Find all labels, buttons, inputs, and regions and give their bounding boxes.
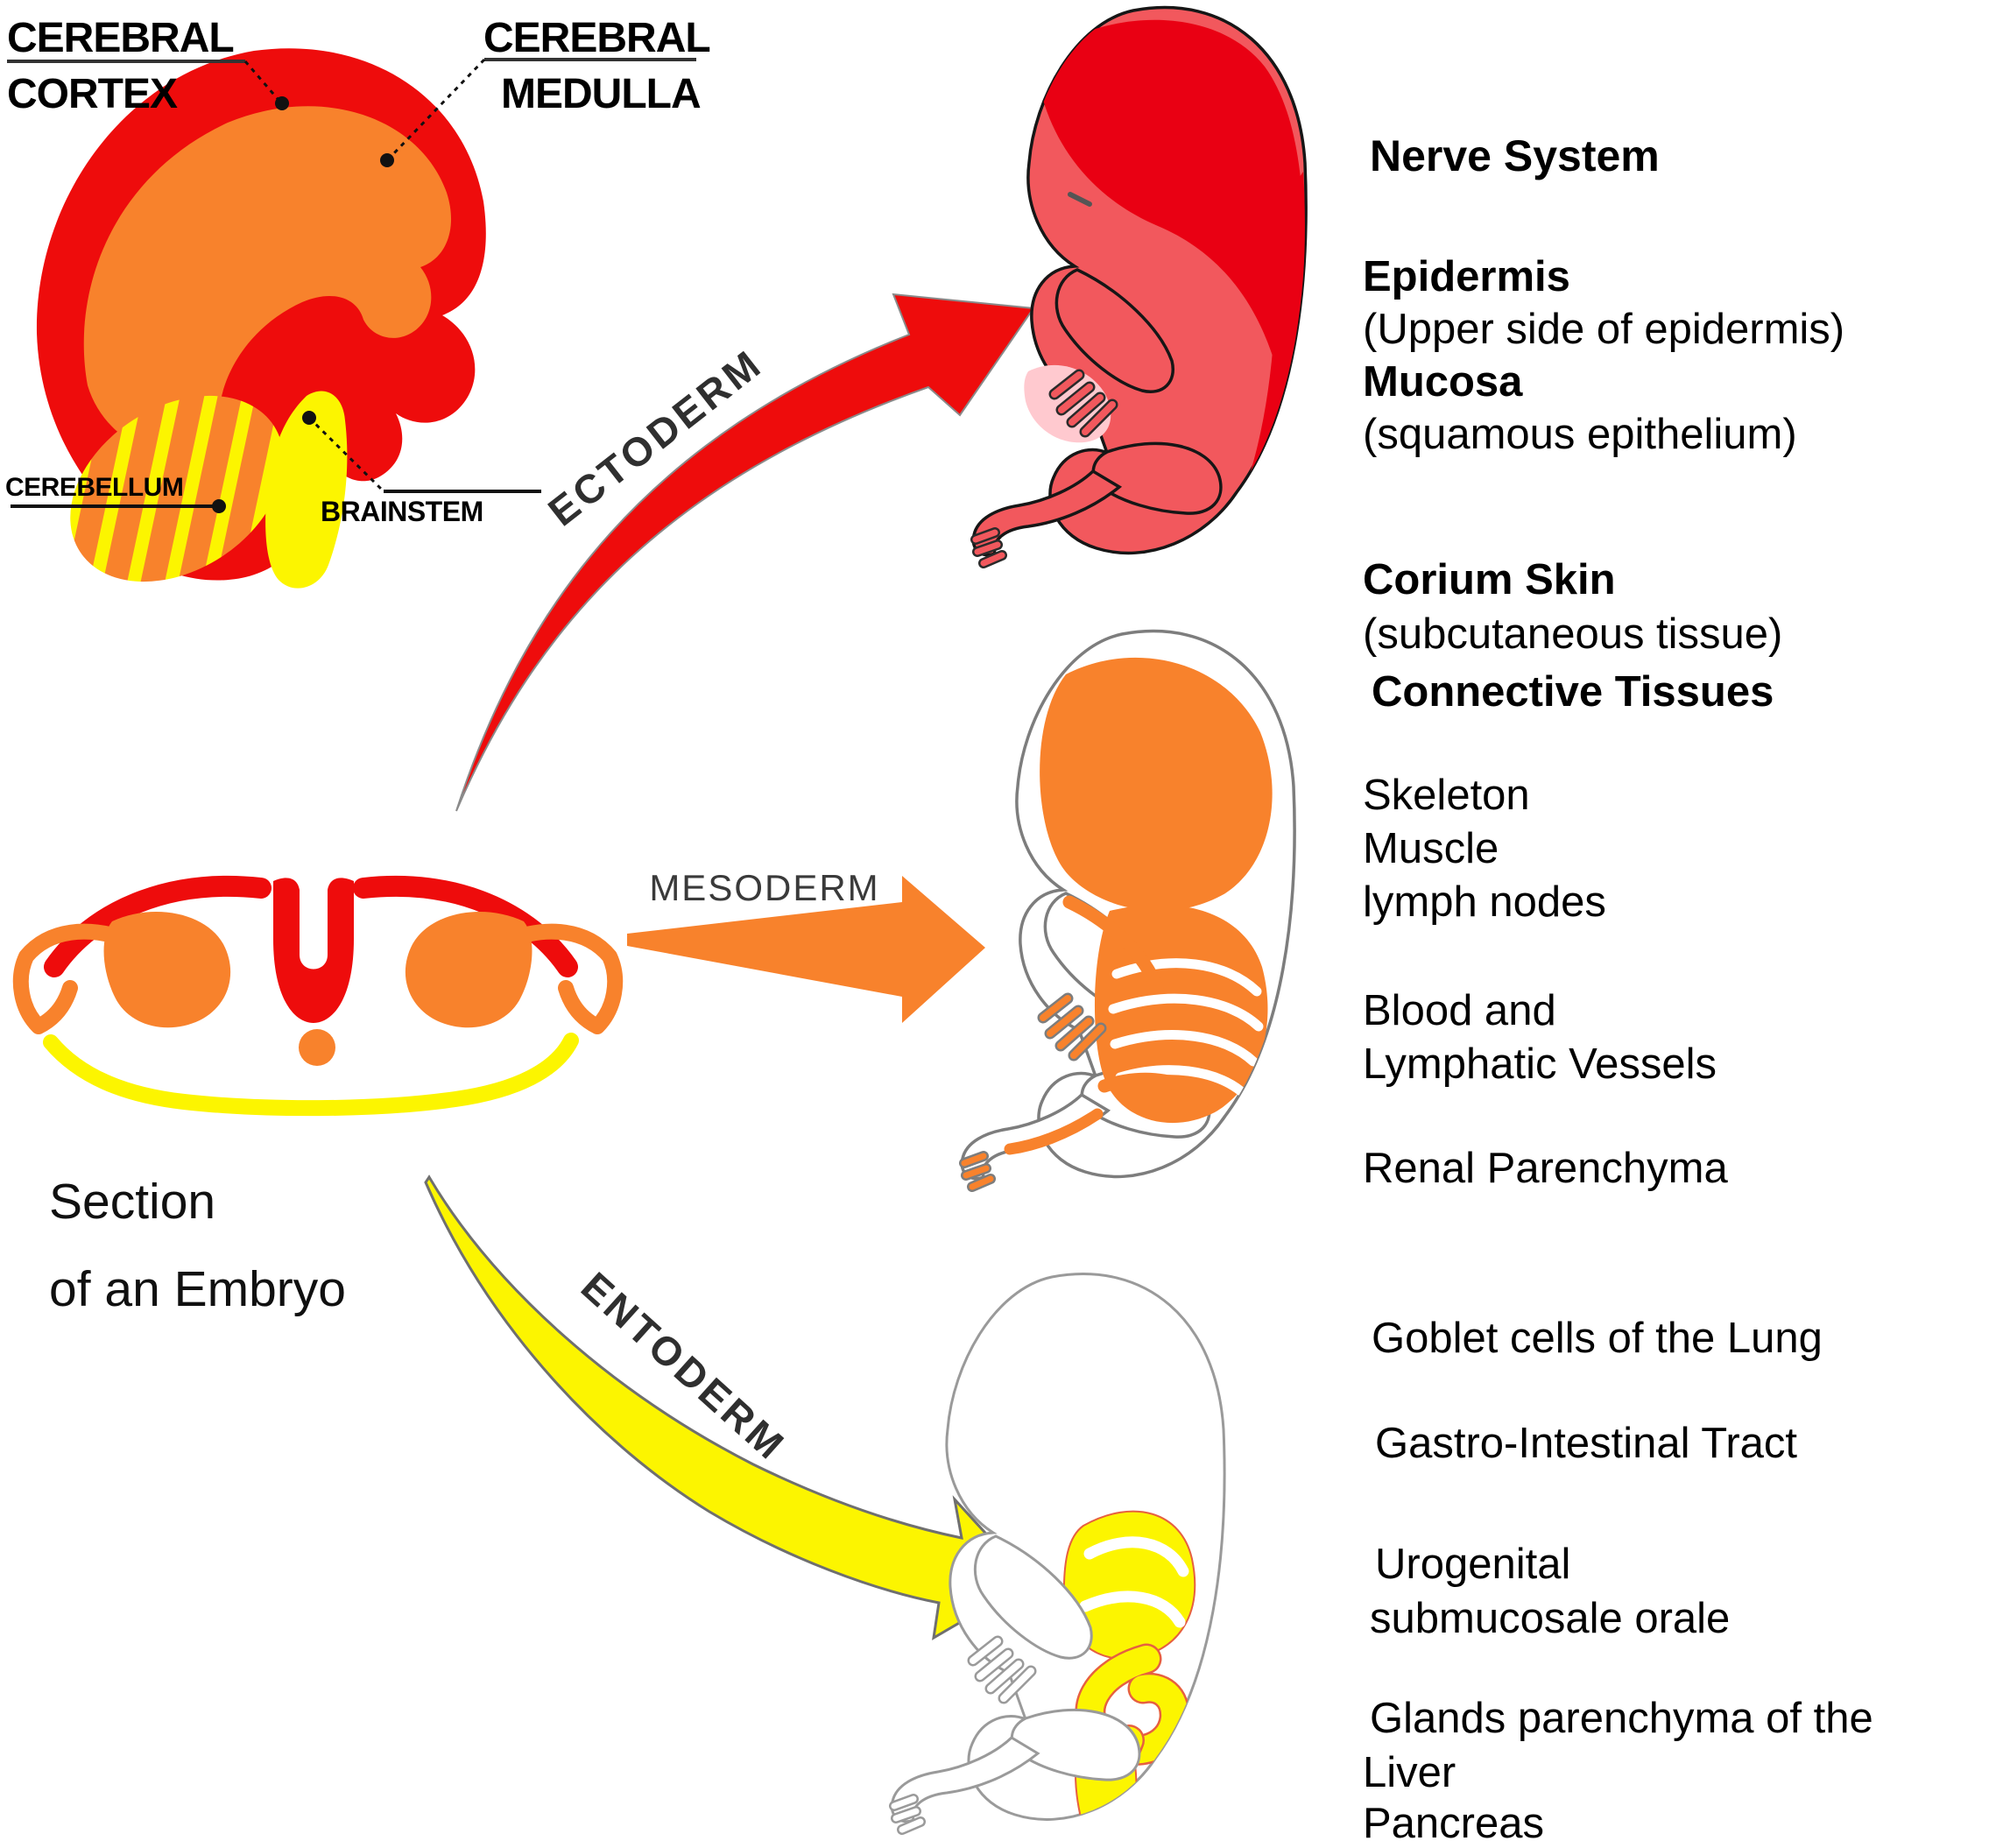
section-of-embryo-label: Section of an Embryo — [49, 1158, 346, 1333]
medulla-leader-line — [389, 58, 486, 159]
derivative-epidermis: Epidermis — [1363, 253, 1570, 300]
derivative-blood-line1: Blood and — [1363, 987, 1556, 1034]
derivative-mucosa-note: (squamous epithelium) — [1363, 411, 1797, 458]
derivative-epidermis-note: (Upper side of epidermis) — [1363, 306, 1845, 353]
cortex-leader-dot — [275, 96, 289, 110]
fetus-mesoderm-orange — [959, 629, 1296, 1192]
mesoderm-arrow — [627, 876, 985, 1023]
fetus-orange-arm-muscle — [1062, 895, 1164, 995]
derivative-lymph-nodes: lymph nodes — [1363, 878, 1606, 926]
fetus-orange-toes — [961, 1153, 994, 1190]
derivative-renal-parenchyma: Renal Parenchyma — [1363, 1145, 1728, 1192]
ectoderm-arrow — [455, 293, 1035, 812]
brain-sagittal-illustration — [7, 48, 696, 589]
derivative-connective-tissues: Connective Tissues — [1372, 668, 1774, 716]
fetus-orange-brain — [1040, 657, 1273, 911]
derivative-gastro-intestinal: Gastro-Intestinal Tract — [1375, 1420, 1798, 1467]
fetus-yellow-gut-slots — [1079, 1536, 1189, 1628]
derivative-nerve-system: Nerve System — [1370, 131, 1660, 180]
derivative-glands-line3: Pancreas — [1363, 1800, 1545, 1847]
cerebral-medulla-shape — [83, 106, 452, 458]
section-notochord — [299, 1029, 335, 1066]
cerebellum-leader-dot — [212, 499, 226, 513]
derivative-glands-line1: Glands parenchyma of the — [1370, 1695, 1873, 1742]
cerebral-medulla-line2: MEDULLA — [501, 71, 702, 117]
fetus-red-eye — [1068, 192, 1092, 207]
derivative-goblet-cells: Goblet cells of the Lung — [1372, 1315, 1823, 1362]
cerebral-cortex-label: CEREBRAL CORTEX — [7, 11, 235, 123]
section-mesoderm-right-wing — [497, 923, 624, 1034]
derivative-corium-skin: Corium Skin — [1363, 556, 1616, 603]
fetus-yellow-arm — [973, 1534, 1093, 1660]
derivative-skeleton: Skeleton — [1363, 772, 1530, 819]
cerebral-cortex-line1: CEREBRAL — [7, 15, 235, 61]
fetus-red-dark-region — [1035, 19, 1305, 487]
fetus-yellow-toes — [891, 1795, 924, 1833]
brainstem-label: BRAINSTEM — [321, 496, 483, 527]
derivative-blood-line2: Lymphatic Vessels — [1363, 1040, 1717, 1088]
derivative-muscle: Muscle — [1363, 825, 1499, 872]
derivative-corium-note: (subcutaneous tissue) — [1363, 610, 1783, 658]
fetus-red-arm — [1054, 268, 1174, 393]
derivative-urogenital-line1: Urogenital — [1375, 1541, 1571, 1588]
fetus-yellow-fingers — [970, 1638, 1034, 1702]
mesoderm-arrow-label: MESODERM — [649, 867, 879, 908]
brainstem-shape — [265, 391, 348, 589]
section-label-line2: of an Embryo — [49, 1261, 346, 1317]
cerebellum-label: CEREBELLUM — [5, 473, 184, 502]
section-mesoderm-left-wing — [12, 923, 139, 1034]
entoderm-arrow — [424, 1174, 1033, 1640]
derivative-mucosa: Mucosa — [1363, 358, 1523, 406]
brainstem-leader-diagonal — [307, 416, 385, 493]
section-label-line1: Section — [49, 1174, 216, 1230]
fetus-orange-calf-muscle — [1004, 1108, 1104, 1155]
fetus-red-fingers — [1051, 371, 1116, 435]
embryo-section-illustration — [12, 875, 624, 1117]
section-mesoderm-right-blob — [405, 911, 532, 1028]
cerebral-cortex-line2: CORTEX — [7, 71, 178, 117]
fetus-orange-rib-stripes — [1108, 958, 1264, 1097]
medulla-leader-dot — [380, 153, 394, 167]
derivative-urogenital-line2: submucosale orale — [1370, 1595, 1731, 1642]
derivative-glands-line2: Liver — [1363, 1749, 1456, 1796]
fetus-ectoderm-red — [970, 5, 1308, 568]
section-neural-tube — [273, 878, 354, 1023]
cerebral-medulla-label: CEREBRAL MEDULLA — [483, 11, 711, 123]
cerebral-medulla-line1: CEREBRAL — [483, 15, 711, 61]
section-ectoderm-right — [353, 875, 578, 977]
section-entoderm-layer — [43, 1033, 579, 1117]
fetus-orange-thigh-muscle — [1097, 1072, 1210, 1109]
cortex-leader-line — [243, 60, 280, 101]
cerebellum-shape — [70, 395, 284, 582]
fetus-orange-fingers — [1040, 995, 1104, 1059]
fetus-red-toes — [972, 529, 1005, 567]
section-mesoderm-left-blob — [103, 911, 231, 1028]
section-ectoderm-left — [44, 875, 272, 977]
